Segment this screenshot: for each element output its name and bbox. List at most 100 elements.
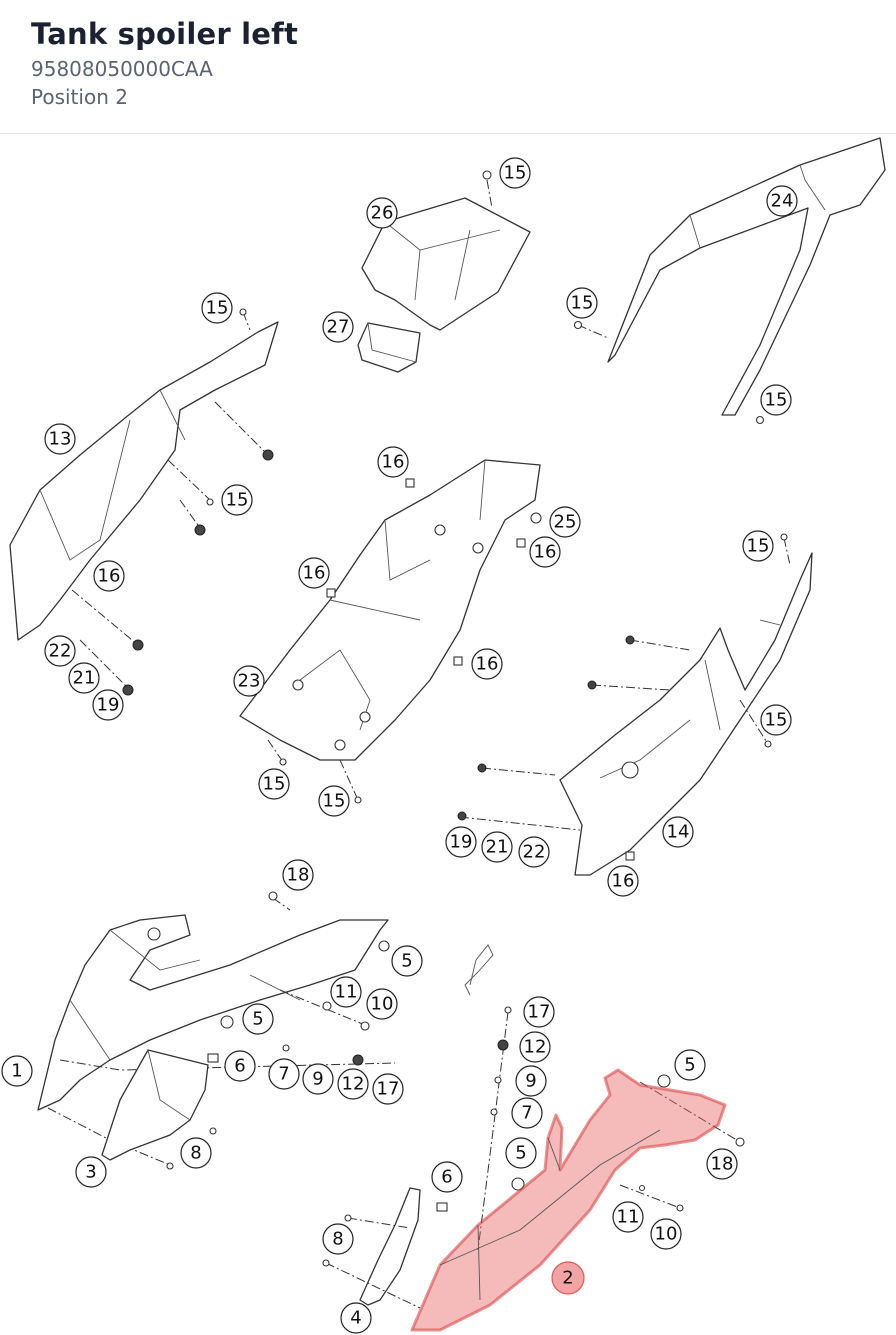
callout-16[interactable]: 16 [471,648,503,680]
callout-15[interactable]: 15 [760,704,792,736]
callout-10[interactable]: 10 [650,1218,682,1250]
callout-8[interactable]: 8 [180,1137,212,1169]
callout-label: 22 [523,842,546,863]
callout-label: 1 [11,1061,22,1082]
callout-label: 19 [97,695,120,716]
callout-label: 6 [234,1056,245,1077]
part-3-inner-panel [101,1049,209,1161]
callout-label: 23 [238,671,261,692]
callout-15[interactable]: 15 [201,292,233,324]
part-header: Tank spoiler left 95808050000CAA Positio… [0,0,896,134]
part-position: Position 2 [31,85,128,109]
callout-label: 19 [450,832,473,853]
callout-9[interactable]: 9 [302,1063,334,1095]
callout-7[interactable]: 7 [511,1097,543,1129]
callout-5[interactable]: 5 [391,945,423,977]
callout-label: 5 [252,1009,263,1030]
callout-label: 16 [476,654,499,675]
callout-14[interactable]: 14 [662,816,694,848]
callout-15[interactable]: 15 [221,484,253,516]
callout-15[interactable]: 15 [206,298,229,319]
callout-13[interactable]: 13 [44,423,76,455]
callout-11[interactable]: 11 [330,976,362,1008]
part-26-bracket [361,170,531,331]
part-1-front-panel [37,891,396,1170]
callout-16[interactable]: 16 [298,557,330,589]
callout-15[interactable]: 15 [566,287,598,319]
callout-8[interactable]: 8 [322,1223,354,1255]
callout-16[interactable]: 16 [93,560,125,592]
callout-label: 2 [562,1268,573,1289]
callout-15[interactable]: 15 [499,157,531,189]
callout-label: 7 [278,1064,289,1085]
callout-15[interactable]: 15 [318,785,350,817]
callout-4[interactable]: 4 [340,1302,372,1334]
callout-16[interactable]: 16 [377,446,409,478]
callout-1[interactable]: 1 [1,1055,33,1087]
callout-label: 6 [441,1167,452,1188]
callout-12[interactable]: 12 [519,1031,551,1063]
callout-label: 15 [765,710,788,731]
callout-17[interactable]: 17 [372,1073,404,1105]
callout-17[interactable]: 17 [523,996,555,1028]
callout-label: 15 [263,774,286,795]
callout-2-selected[interactable]: 2 [551,1261,585,1295]
callout-label: 15 [226,490,249,511]
callout-label: 15 [765,390,788,411]
callout-label: 21 [73,668,96,689]
callout-label: 26 [371,203,394,224]
callout-5[interactable]: 5 [674,1049,706,1081]
callout-label: 21 [486,837,509,858]
callout-label: 15 [504,163,527,184]
callout-16[interactable]: 16 [529,536,561,568]
callout-9[interactable]: 9 [515,1065,547,1097]
part-13-side-cover [9,308,279,696]
callout-7[interactable]: 7 [268,1058,300,1090]
callout-5[interactable]: 5 [242,1003,274,1035]
callout-19[interactable]: 19 [445,826,477,858]
callout-26[interactable]: 26 [366,197,398,229]
callout-label: 5 [401,951,412,972]
callout-3[interactable]: 3 [75,1156,107,1188]
callout-24[interactable]: 24 [766,185,798,217]
callout-22[interactable]: 22 [44,635,76,667]
hardware-column [477,1006,745,1251]
callout-18[interactable]: 18 [282,859,314,891]
callout-12[interactable]: 12 [337,1068,369,1100]
part-14-side-cover [457,533,813,876]
callout-label: 9 [312,1069,323,1090]
callout-label: 16 [382,452,405,473]
callout-21[interactable]: 21 [68,662,100,694]
callout-label: 17 [528,1002,551,1023]
callout-15[interactable]: 15 [742,530,774,562]
callout-6[interactable]: 6 [224,1050,256,1082]
callout-label: 8 [332,1229,343,1250]
callout-label: 10 [371,994,394,1015]
callout-6[interactable]: 6 [431,1161,463,1193]
callout-label: 13 [49,429,72,450]
callout-label: 22 [49,641,72,662]
callout-11[interactable]: 11 [612,1201,644,1233]
callout-18[interactable]: 18 [706,1148,738,1180]
callout-15[interactable]: 15 [258,768,290,800]
callout-25[interactable]: 25 [549,506,581,538]
callout-15[interactable]: 15 [760,384,792,416]
exploded-parts-diagram: 15 26 24 27 15 15 15 13 15 16 16 25 16 1… [1,137,886,1334]
callout-27[interactable]: 27 [322,311,354,343]
callout-label: 16 [534,542,557,563]
callout-16[interactable]: 16 [607,865,639,897]
callout-label: 16 [98,566,121,587]
part-4-bracket [322,1187,448,1309]
callout-10[interactable]: 10 [366,988,398,1020]
callout-19[interactable]: 19 [92,689,124,721]
callout-label: 3 [85,1162,96,1183]
callout-5[interactable]: 5 [505,1137,537,1169]
callout-22[interactable]: 22 [518,836,550,868]
callout-label: 8 [190,1143,201,1164]
callout-21[interactable]: 21 [481,831,513,863]
callout-23[interactable]: 23 [233,665,265,697]
callout-label: 17 [377,1079,400,1100]
callout-16[interactable]: 16 [379,452,402,473]
callout-label: 18 [711,1154,734,1175]
callout-label: 5 [515,1143,526,1164]
